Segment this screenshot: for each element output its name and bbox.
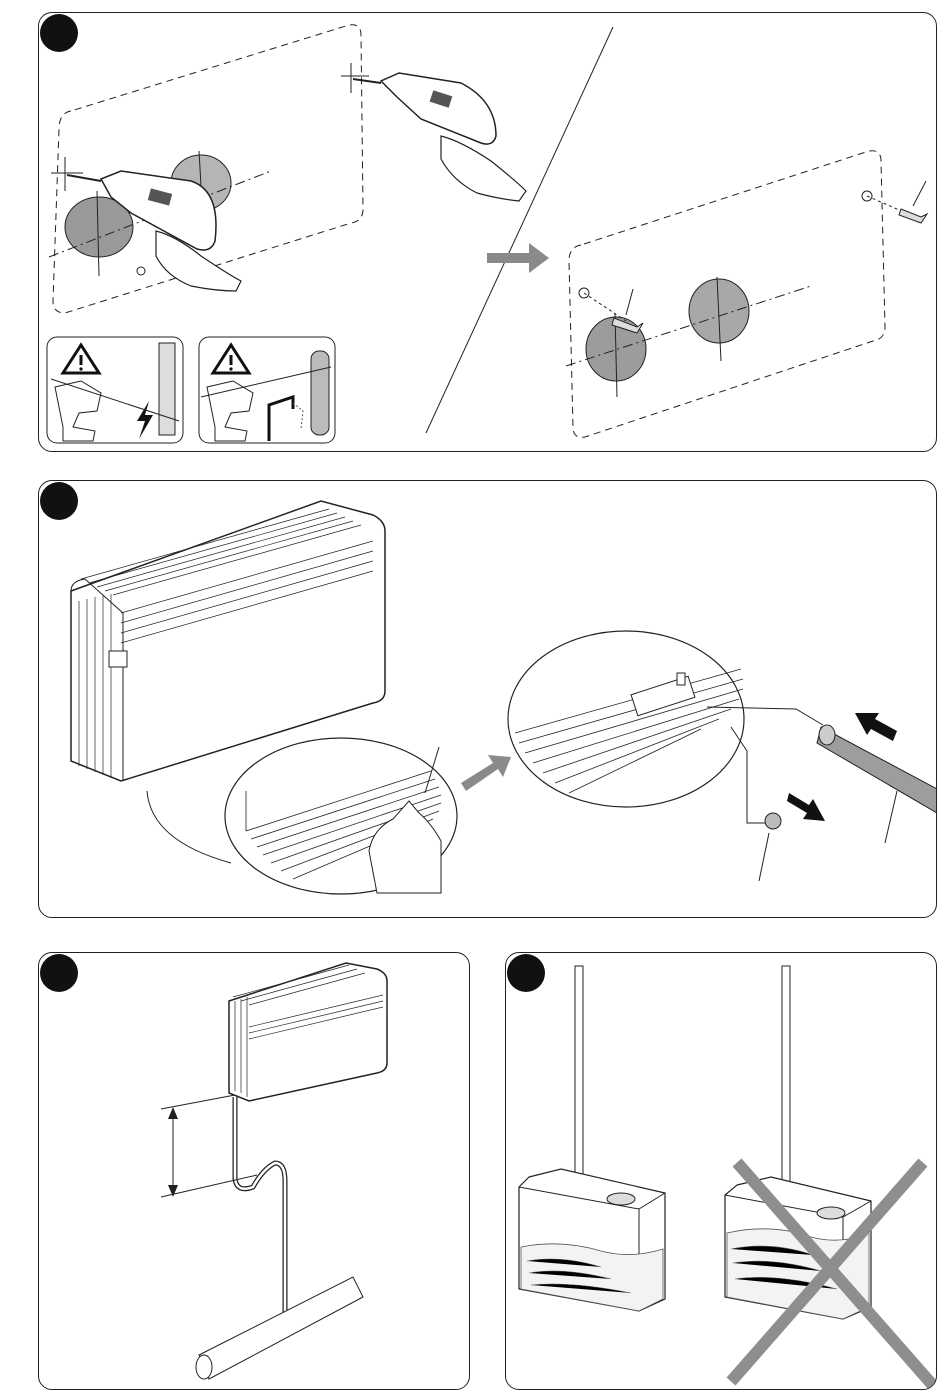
drain-pipe-icon	[199, 1277, 363, 1379]
panel-drain-container	[505, 952, 937, 1390]
panel-drain-connection	[38, 480, 937, 918]
magnifier-right	[508, 631, 744, 807]
step-badge	[507, 954, 545, 992]
warning-water-pipe	[199, 337, 335, 443]
siphon-tube-icon	[235, 1097, 285, 1329]
next-step-arrow-icon	[461, 755, 511, 791]
step-badge	[40, 482, 78, 520]
air-conditioner-icon	[229, 963, 387, 1101]
drilling-illustration	[39, 13, 937, 452]
target-mark	[137, 267, 145, 275]
wall-plug-icon	[612, 181, 927, 333]
electric-cable	[159, 343, 175, 435]
container-correct-icon	[519, 966, 665, 1311]
panel-drilling	[38, 12, 937, 452]
container-wrong-icon	[725, 966, 871, 1319]
drain-tube-icon	[817, 727, 937, 813]
warning-electric-cable	[47, 337, 183, 443]
step-badge	[40, 954, 78, 992]
drain-plug-icon	[765, 813, 781, 829]
drain-container-illustration	[506, 953, 937, 1390]
drain-connection-illustration	[39, 481, 937, 918]
insert-arrow-icon	[855, 713, 897, 741]
panel-drain-slope	[38, 952, 470, 1390]
next-step-arrow-icon	[487, 243, 549, 273]
drill-icon	[353, 73, 526, 201]
step-badge	[40, 14, 78, 52]
water-pipe-icon	[311, 351, 329, 435]
remove-arrow-icon	[787, 793, 825, 821]
drain-slope-illustration	[39, 953, 470, 1390]
dimension-arrow-icon	[168, 1107, 178, 1197]
